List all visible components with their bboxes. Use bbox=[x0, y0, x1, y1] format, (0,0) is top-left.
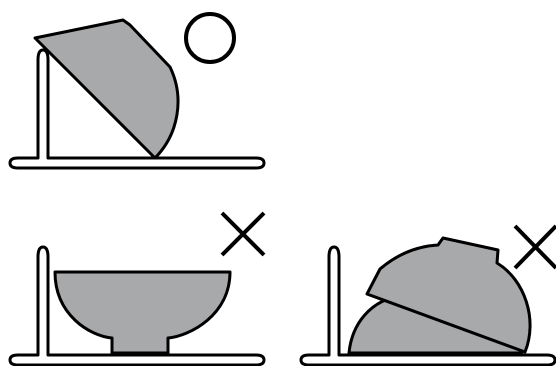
panel-incorrect-stacked-bowls bbox=[301, 226, 556, 365]
panel-correct-leaning-bowl bbox=[10, 14, 264, 168]
panel-incorrect-upright-bowl bbox=[10, 213, 264, 365]
bowl-tilted bbox=[35, 20, 178, 158]
cross-icon bbox=[222, 213, 264, 255]
circle-icon bbox=[186, 14, 234, 62]
cross-icon bbox=[515, 226, 556, 268]
bowl-upright bbox=[55, 272, 230, 353]
